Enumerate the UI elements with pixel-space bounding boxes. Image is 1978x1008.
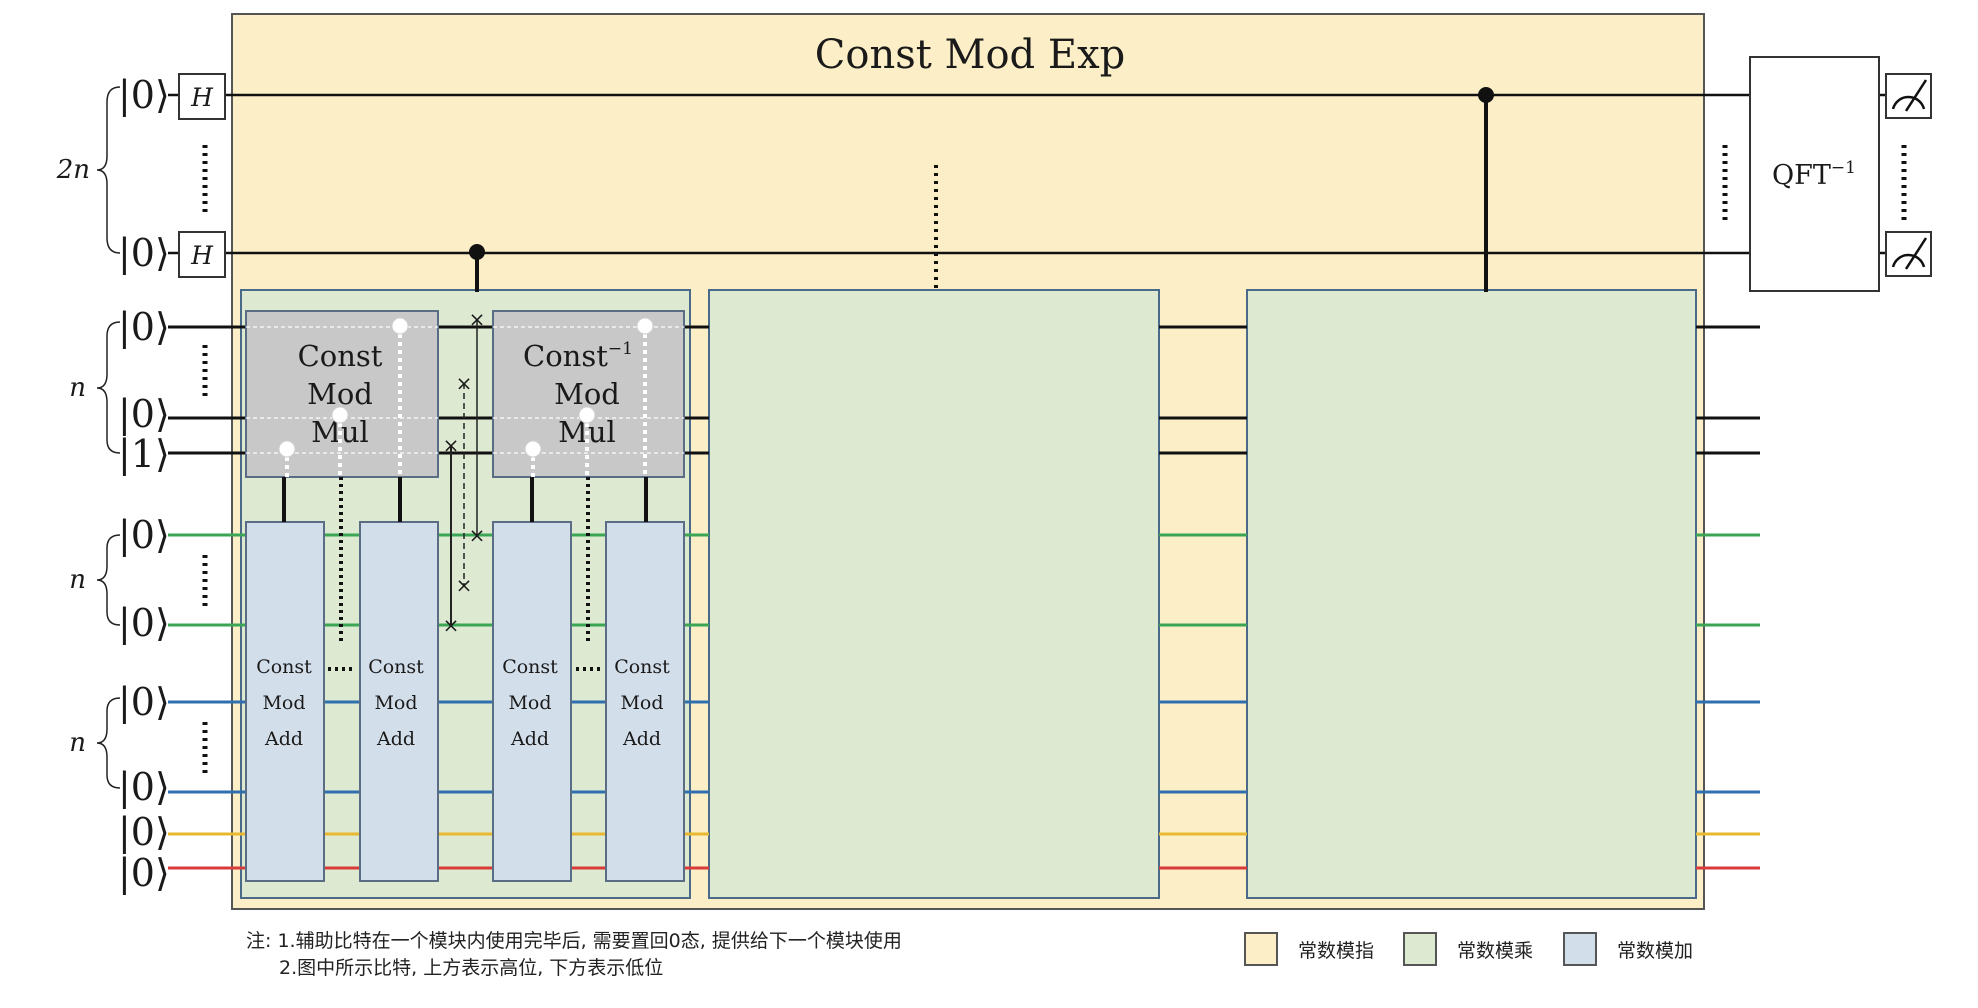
white-control-lines	[285, 326, 647, 477]
mul-gate-label-2: Mod	[307, 377, 373, 411]
footnote-line-1: 注: 1.辅助比特在一个模块内使用完毕后, 需要置回0态, 提供给下一个模块使用	[246, 930, 902, 952]
footnote: 注: 1.辅助比特在一个模块内使用完毕后, 需要置回0态, 提供给下一个模块使用…	[246, 928, 902, 982]
swap-marks: × × × × × ×	[443, 307, 486, 637]
ket-zero: |0⟩	[118, 305, 170, 349]
legend-item-modexp: 常数模指	[1244, 932, 1374, 966]
ket-zero: |0⟩	[118, 601, 170, 645]
qft-label: QFT−1	[1772, 158, 1856, 191]
add-gate-3-label-2: Mod	[508, 692, 551, 714]
hadamard-gate-bottom: H	[178, 231, 226, 278]
vertical-ellipses	[202, 145, 1907, 775]
ket-labels: |0⟩ |0⟩ |0⟩ |0⟩ |1⟩ |0⟩ |0⟩ |0⟩ |0⟩ |0⟩ …	[118, 73, 170, 895]
add-gate-4-label-3: Add	[622, 728, 661, 750]
ket-zero: |0⟩	[118, 765, 170, 809]
ket-zero: |0⟩	[118, 851, 170, 895]
mul-add-connectors	[282, 477, 648, 522]
const-mod-add-gates	[245, 521, 685, 882]
measurement-gate-bottom	[1885, 231, 1932, 277]
ket-zero: |0⟩	[118, 810, 170, 854]
legend-label-modexp: 常数模指	[1298, 939, 1375, 962]
ket-zero: |0⟩	[118, 513, 170, 557]
add-gate-3-label-1: Const	[502, 656, 558, 678]
add-gate-2-label-3: Add	[376, 728, 415, 750]
legend-swatch-modadd	[1563, 932, 1597, 966]
register-size-labels: 2n n n n	[56, 155, 90, 758]
ket-zero: |0⟩	[118, 73, 170, 117]
swap-mark: ×	[469, 307, 486, 331]
mulinv-gate-label-1: Const−1	[523, 339, 633, 373]
legend-label-modmul: 常数模乘	[1457, 939, 1534, 962]
swap-mark: ×	[443, 613, 460, 637]
hadamard-label-bottom: H	[190, 241, 214, 270]
mul-gate-wire-overlay	[246, 326, 684, 454]
qft-inverse-gate	[1749, 56, 1880, 292]
register-label-2n: 2n	[56, 155, 90, 185]
mulinv-gate-label-2: Mod	[554, 377, 620, 411]
swap-mark: ×	[456, 573, 473, 597]
register-label-n: n	[69, 565, 86, 595]
control-dot-1	[469, 244, 485, 260]
white-control-dots	[278, 317, 654, 458]
ket-zero: |0⟩	[118, 231, 170, 275]
legend-item-modmul: 常数模乘	[1403, 932, 1533, 966]
ket-zero: |0⟩	[118, 680, 170, 724]
mul-gate-labels: Const Mod Mul Const−1 Mod Mul	[298, 339, 633, 449]
measurement-gate-top	[1885, 73, 1932, 119]
const-mod-mul-block-2	[708, 289, 1160, 899]
legend-swatch-modexp	[1244, 932, 1278, 966]
register-label-n: n	[69, 728, 86, 758]
control-dot-2	[1478, 87, 1494, 103]
swap-mark: ×	[456, 371, 473, 395]
legend-swatch-modmul	[1403, 932, 1437, 966]
add-gate-4-label-2: Mod	[620, 692, 663, 714]
mul-gate-label-1: Const	[298, 339, 383, 373]
ket-zero: |0⟩	[118, 392, 170, 436]
add-gate-labels: Const Mod Add Const Mod Add Const Mod Ad…	[256, 656, 670, 750]
const-mod-exp-title: Const Mod Exp	[815, 32, 1126, 78]
const-mod-add-gate-1	[245, 521, 325, 882]
add-gate-1-label-3: Add	[264, 728, 303, 750]
register-braces	[96, 86, 121, 789]
add-gate-3-label-3: Add	[510, 728, 549, 750]
add-gate-2-label-1: Const	[368, 656, 424, 678]
add-gate-1-label-2: Mod	[262, 692, 305, 714]
swap-lines	[450, 319, 478, 626]
ket-one: |1⟩	[118, 432, 170, 476]
swap-mark: ×	[443, 433, 460, 457]
hadamard-gate-top: H	[178, 73, 226, 120]
legend-item-modadd: 常数模加	[1563, 932, 1693, 966]
register-label-n: n	[69, 373, 86, 403]
add-control-dotted-lines	[328, 477, 602, 671]
swap-mark: ×	[469, 523, 486, 547]
const-mod-mul-block-3	[1246, 289, 1697, 899]
hadamard-label-top: H	[190, 83, 214, 112]
add-gate-1-label-1: Const	[256, 656, 312, 678]
legend-label-modadd: 常数模加	[1617, 939, 1694, 962]
register-wires	[168, 325, 1760, 870]
add-gate-4-label-1: Const	[614, 656, 670, 678]
add-gate-2-label-2: Mod	[374, 692, 417, 714]
footnote-line-2: 2.图中所示比特, 上方表示高位, 下方表示低位	[279, 957, 664, 979]
